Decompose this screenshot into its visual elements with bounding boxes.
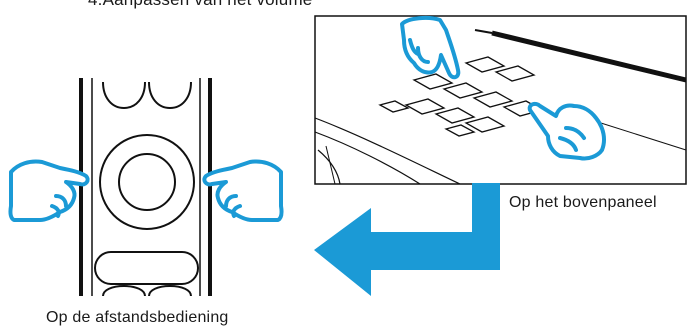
remote-ok-button bbox=[118, 153, 176, 211]
key bbox=[464, 116, 506, 133]
remote-button bbox=[148, 284, 192, 297]
device-edge bbox=[491, 30, 687, 83]
keypad bbox=[378, 56, 544, 137]
slot-button bbox=[444, 124, 476, 137]
hand-pointing-right-icon bbox=[8, 159, 90, 222]
slot-button bbox=[378, 100, 410, 113]
section-heading: 4.Aanpassen van het volume bbox=[88, 0, 312, 10]
remote-button bbox=[102, 284, 146, 297]
remote-pill-button bbox=[94, 251, 199, 285]
key bbox=[434, 107, 476, 124]
top-panel-illustration bbox=[314, 15, 687, 185]
remote-button bbox=[148, 81, 192, 110]
hand-pointing-up-left-icon bbox=[527, 101, 606, 161]
key bbox=[404, 98, 446, 115]
remote-caption: Op de afstandsbediening bbox=[46, 309, 229, 326]
bent-arrow-icon bbox=[314, 183, 500, 296]
remote-button bbox=[102, 81, 146, 110]
key bbox=[442, 82, 484, 99]
hand-pointing-left-icon bbox=[202, 159, 284, 222]
remote-illustration bbox=[8, 78, 284, 297]
key bbox=[464, 56, 506, 73]
top-panel-caption: Op het bovenpaneel bbox=[509, 194, 657, 211]
key bbox=[494, 65, 536, 82]
key bbox=[472, 91, 514, 108]
hand-pointing-down-icon bbox=[400, 15, 461, 80]
key bbox=[412, 73, 454, 90]
